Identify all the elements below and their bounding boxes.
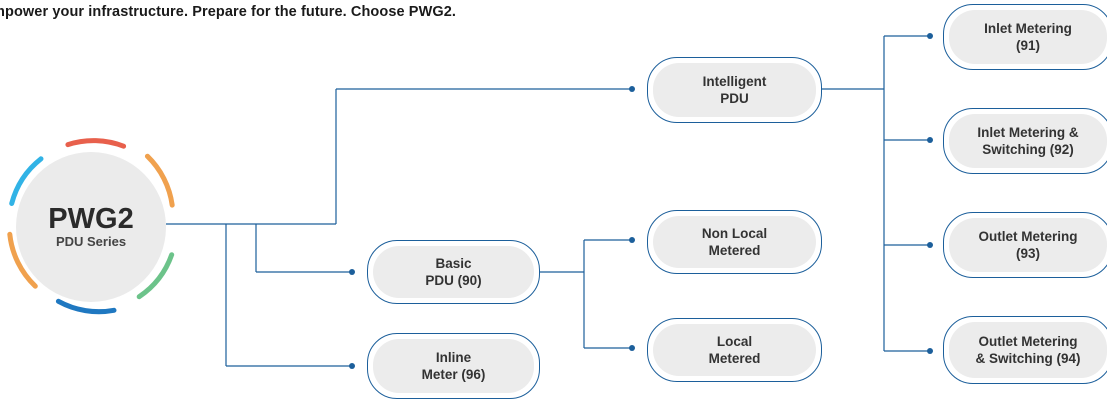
node-label-line: Basic: [435, 256, 472, 271]
node-basic-pdu-fill: Basic PDU (90): [373, 246, 534, 298]
node-label-line: Metered: [708, 351, 761, 366]
connector-dot-inlet-switching: [927, 137, 933, 143]
connector-dot-non-local: [629, 237, 635, 243]
node-inlet-metering[interactable]: Inlet Metering (91): [943, 4, 1107, 70]
node-label-line: Inlet Metering: [984, 21, 1072, 36]
node-label-line: PDU (90): [425, 273, 482, 288]
ring-segment-orange-right: [144, 153, 175, 208]
node-inlet-metering-switching[interactable]: Inlet Metering & Switching (92): [943, 108, 1107, 174]
node-local-metered-label: Local Metered: [653, 333, 816, 367]
connector-dot-outlet-metering: [927, 242, 933, 248]
tagline: mpower your infrastructure. Prepare for …: [0, 4, 457, 20]
ring-segment-orange-left: [7, 231, 38, 289]
node-intelligent-pdu-fill: Intelligent PDU: [653, 63, 816, 117]
node-inlet-metering-label: Inlet Metering (91): [949, 20, 1107, 54]
node-label-line: (93): [1015, 246, 1040, 261]
node-outlet-metering-fill: Outlet Metering (93): [949, 218, 1107, 272]
node-label-line: Inlet Metering &: [977, 125, 1079, 140]
connector-dot-inline: [349, 363, 355, 369]
node-local-metered-fill: Local Metered: [653, 324, 816, 376]
node-intelligent-pdu-label: Intelligent PDU: [653, 73, 816, 107]
node-inline-meter-fill: Inline Meter (96): [373, 339, 534, 393]
node-inlet-metering-switching-fill: Inlet Metering & Switching (92): [949, 114, 1107, 168]
node-label-line: Meter (96): [421, 367, 486, 382]
node-non-local-metered[interactable]: Non Local Metered: [647, 210, 822, 274]
node-label-line: Non Local: [701, 226, 768, 241]
node-label-line: Local: [716, 334, 753, 349]
node-inlet-metering-switching-label: Inlet Metering & Switching (92): [949, 124, 1107, 158]
node-outlet-metering-switching[interactable]: Outlet Metering & Switching (94): [943, 316, 1107, 384]
node-label-line: Metered: [708, 243, 761, 258]
node-outlet-metering-switching-fill: Outlet Metering & Switching (94): [949, 322, 1107, 378]
node-label-line: PDU: [720, 91, 749, 106]
node-label-line: Outlet Metering: [978, 334, 1078, 349]
node-inlet-metering-fill: Inlet Metering (91): [949, 10, 1107, 64]
node-inline-meter-label: Inline Meter (96): [373, 349, 534, 383]
node-label-line: Inline: [435, 350, 472, 365]
node-basic-pdu[interactable]: Basic PDU (90): [367, 240, 540, 304]
node-outlet-metering-label: Outlet Metering (93): [949, 228, 1107, 262]
hub-title: PWG2: [48, 203, 134, 235]
connector-dot-intelligent: [629, 86, 635, 92]
node-outlet-metering-switching-label: Outlet Metering & Switching (94): [949, 333, 1107, 367]
ring-segment-red: [65, 138, 127, 149]
hub-subtitle: PDU Series: [55, 234, 127, 249]
connector-dot-inlet-metering: [927, 33, 933, 39]
node-non-local-metered-label: Non Local Metered: [653, 225, 816, 259]
connector-dot-outlet-switching: [927, 348, 933, 354]
node-intelligent-pdu[interactable]: Intelligent PDU: [647, 57, 822, 123]
node-outlet-metering[interactable]: Outlet Metering (93): [943, 212, 1107, 278]
connector-dot-basic: [349, 269, 355, 275]
node-local-metered[interactable]: Local Metered: [647, 318, 822, 382]
node-label-line: (91): [1015, 38, 1040, 53]
hub-pwg2: PWG2 PDU Series: [16, 152, 166, 302]
node-label-line: Switching (92): [982, 142, 1074, 157]
ring-segment-cyan: [9, 156, 44, 206]
node-label-line: Outlet Metering: [978, 229, 1078, 244]
connector-dot-local: [629, 345, 635, 351]
node-label-line: & Switching (94): [975, 351, 1081, 366]
node-non-local-metered-fill: Non Local Metered: [653, 216, 816, 268]
ring-segment-green: [136, 252, 175, 300]
node-label-line: Intelligent: [702, 74, 767, 89]
node-inline-meter[interactable]: Inline Meter (96): [367, 333, 540, 399]
ring-segment-blue: [55, 298, 117, 315]
node-basic-pdu-label: Basic PDU (90): [373, 255, 534, 289]
